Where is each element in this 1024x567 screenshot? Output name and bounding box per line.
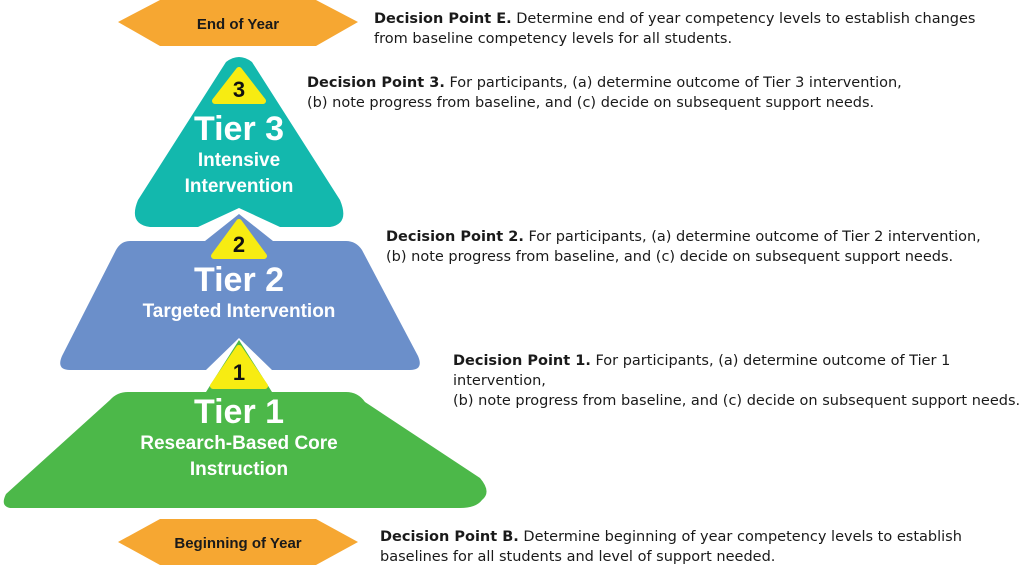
tier3-badge-number: 3 xyxy=(233,77,245,102)
decision-point-e-label: Decision Point E. xyxy=(374,11,512,27)
decision-point-3-label: Decision Point 3. xyxy=(307,75,445,91)
decision-point-e-line1: Decision Point E. Determine end of year … xyxy=(374,9,975,29)
beginning-of-year-hexagon xyxy=(118,519,358,565)
tier2-badge xyxy=(211,219,267,259)
tier2-badge-number: 2 xyxy=(233,232,245,257)
decision-point-1-line1: Decision Point 1. For participants, (a) … xyxy=(453,351,1024,391)
tier1-badge xyxy=(210,345,268,389)
decision-point-2-label: Decision Point 2. xyxy=(386,229,524,245)
tier3-block xyxy=(134,57,344,227)
tier2-title: Tier 2 xyxy=(194,261,284,299)
decision-point-b-text1: Determine beginning of year competency l… xyxy=(523,529,962,545)
decision-point-3: Decision Point 3. For participants, (a) … xyxy=(307,73,902,113)
decision-point-b-line1: Decision Point B. Determine beginning of… xyxy=(380,527,962,547)
decision-point-b-text2: baselines for all students and level of … xyxy=(380,549,776,565)
decision-point-1-label: Decision Point 1. xyxy=(453,353,591,369)
decision-point-b-label: Decision Point B. xyxy=(380,529,519,545)
decision-point-e-text2: from baseline competency levels for all … xyxy=(374,31,733,47)
decision-point-3-text1: For participants, (a) determine outcome … xyxy=(449,75,902,91)
tier3-subtitle-line2: Intervention xyxy=(185,176,294,197)
tier3-title: Tier 3 xyxy=(194,110,284,148)
decision-point-3-line1: Decision Point 3. For participants, (a) … xyxy=(307,73,902,93)
decision-point-b: Decision Point B. Determine beginning of… xyxy=(380,527,962,567)
end-of-year-hexagon xyxy=(118,0,358,46)
decision-point-2: Decision Point 2. For participants, (a) … xyxy=(386,227,981,267)
tier2-subtitle-line1: Targeted Intervention xyxy=(143,301,336,322)
tier1-subtitle-line1: Research-Based Core xyxy=(140,433,337,454)
decision-point-e-text1: Determine end of year competency levels … xyxy=(516,11,976,27)
decision-point-1: Decision Point 1. For participants, (a) … xyxy=(453,351,1024,411)
beginning-of-year-label: Beginning of Year xyxy=(174,535,301,552)
tier1-title: Tier 1 xyxy=(194,393,284,431)
decision-point-2-line1: Decision Point 2. For participants, (a) … xyxy=(386,227,981,247)
tier3-subtitle-line1: Intensive xyxy=(198,150,280,171)
tier2-block xyxy=(60,214,420,370)
decision-point-1-text1: For participants, (a) determine outcome … xyxy=(453,353,951,389)
decision-point-e: Decision Point E. Determine end of year … xyxy=(374,9,975,49)
decision-point-1-text2: (b) note progress from baseline, and (c)… xyxy=(453,393,1021,409)
tier1-subtitle-line2: Instruction xyxy=(190,459,288,480)
decision-point-2-text1: For participants, (a) determine outcome … xyxy=(528,229,981,245)
tier3-badge xyxy=(212,67,266,104)
decision-point-2-text2: (b) note progress from baseline, and (c)… xyxy=(386,249,954,265)
decision-point-3-text2: (b) note progress from baseline, and (c)… xyxy=(307,95,875,111)
tier1-badge-number: 1 xyxy=(233,360,245,385)
end-of-year-label: End of Year xyxy=(197,16,279,33)
tier1-block xyxy=(3,340,487,508)
